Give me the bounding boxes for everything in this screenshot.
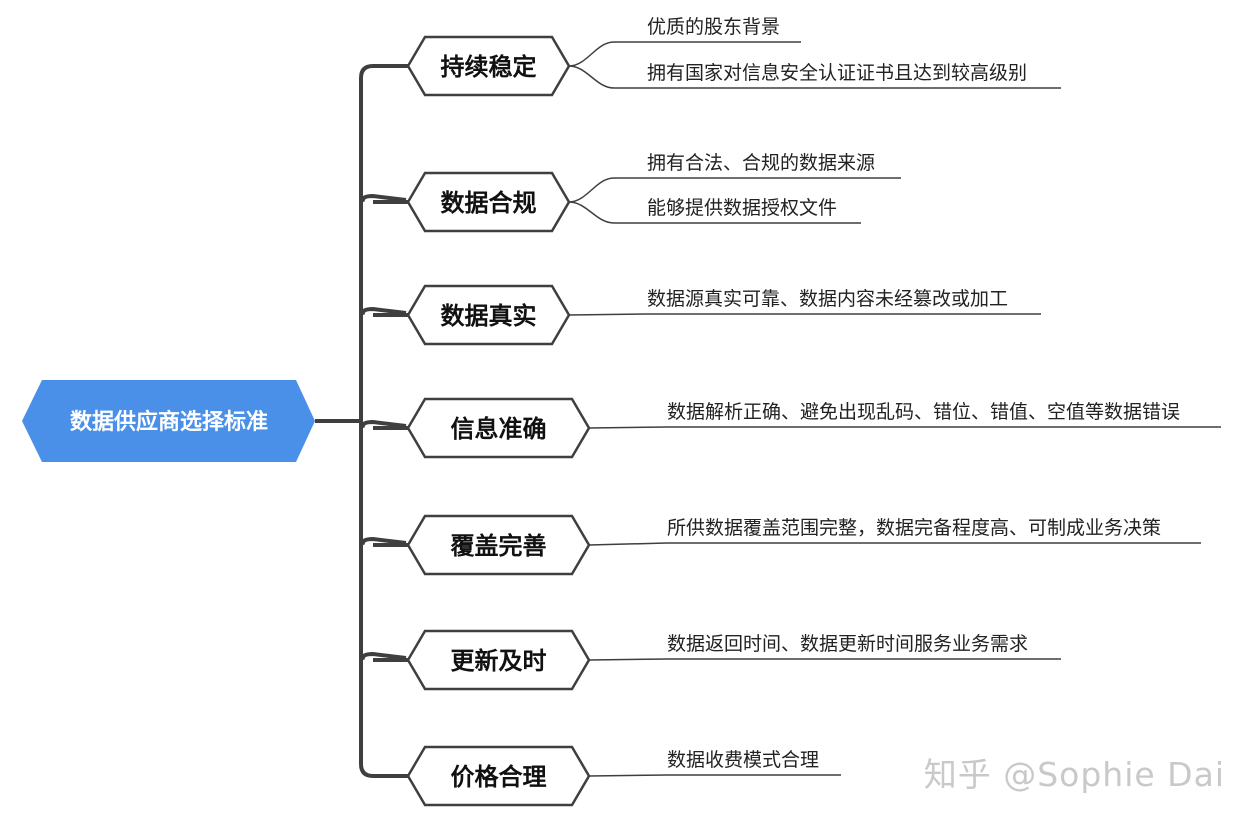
branch-node-shape (406, 745, 591, 807)
leaf-label: 数据返回时间、数据更新时间服务业务需求 (667, 633, 1028, 655)
branch-node-label: 更新及时 (451, 647, 547, 675)
leaf-connector (568, 177, 901, 203)
leaf-label: 所供数据覆盖范围完整，数据完备程度高、可制成业务决策 (667, 517, 1161, 539)
root-node-label: 数据供应商选择标准 (70, 409, 268, 435)
branch-node-shape (406, 35, 571, 97)
leaf-connector (588, 774, 841, 777)
branch-connector (360, 306, 407, 316)
connector-lines (315, 41, 1221, 778)
leaf-label: 拥有合法、合规的数据来源 (647, 152, 875, 174)
leaf-label: 能够提供数据授权文件 (647, 197, 837, 219)
branch-node[interactable]: 信息准确 数据解析正确、避免出现乱码、错位、错值、空值等数据错误 (406, 397, 1180, 459)
leaf-connector (568, 201, 861, 224)
branch-node-shape (406, 629, 591, 691)
branch-node-label: 数据真实 (441, 302, 537, 330)
branch-node[interactable]: 覆盖完善 所供数据覆盖范围完整，数据完备程度高、可制成业务决策 (406, 514, 1161, 576)
branch-node-label: 数据合规 (441, 189, 537, 217)
leaf-label: 数据源真实可靠、数据内容未经篡改或加工 (647, 288, 1008, 310)
leaf-connector (568, 65, 1061, 89)
leaf-connector (588, 426, 1221, 429)
leaf-connector (588, 658, 1061, 661)
branch-node-shape (406, 284, 571, 346)
branch-node[interactable]: 数据真实 数据源真实可靠、数据内容未经篡改或加工 (406, 284, 1008, 346)
leaf-connector (568, 313, 1041, 316)
branch-node-label: 信息准确 (451, 415, 547, 443)
watermark: 知乎 @Sophie Dai (923, 755, 1225, 794)
branch-connector (360, 536, 407, 546)
branch-node[interactable]: 更新及时 数据返回时间、数据更新时间服务业务需求 (406, 629, 1028, 691)
branch-connector (360, 193, 407, 203)
root-node[interactable]: 数据供应商选择标准 (22, 380, 315, 462)
leaf-label: 拥有国家对信息安全认证证书且达到较高级别 (647, 62, 1027, 84)
branch-node-label: 覆盖完善 (451, 532, 547, 560)
branch-node[interactable]: 价格合理 数据收费模式合理 (406, 745, 819, 807)
leaf-label: 数据解析正确、避免出现乱码、错位、错值、空值等数据错误 (667, 401, 1180, 423)
root-node-shape (22, 380, 315, 462)
branch-node-shape (406, 171, 571, 233)
leaf-connector (588, 542, 1201, 546)
branch-node-label: 持续稳定 (441, 53, 537, 81)
branch-node-label: 价格合理 (451, 763, 547, 791)
branch-node-shape (406, 397, 591, 459)
leaf-label: 优质的股东背景 (647, 16, 780, 38)
spine-connector (359, 64, 374, 778)
leaf-label: 数据收费模式合理 (667, 749, 819, 771)
branch-node-shape (406, 514, 591, 576)
branch-connector (360, 651, 407, 661)
branch-connector (360, 419, 407, 429)
leaf-connector (568, 41, 801, 67)
